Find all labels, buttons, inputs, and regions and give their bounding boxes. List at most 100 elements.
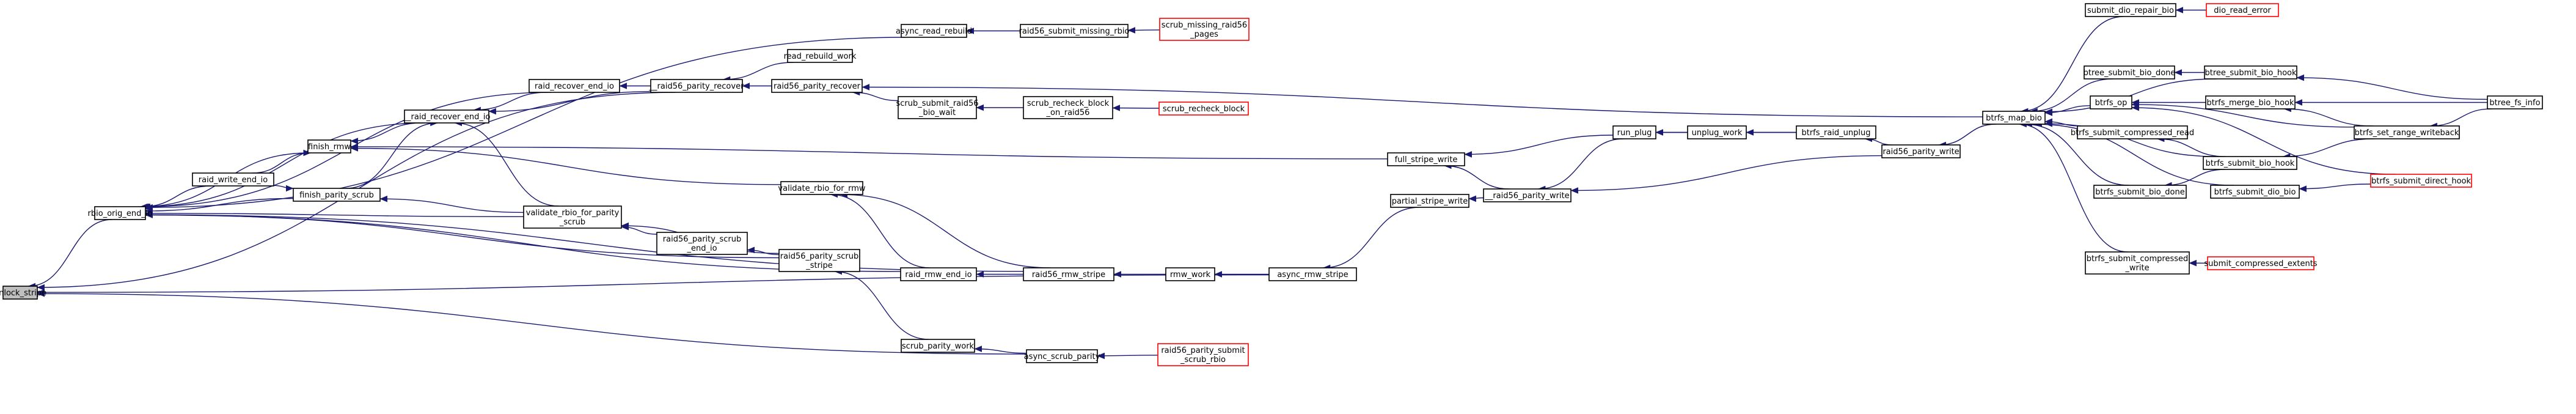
node-async_scrub_parity[interactable]: async_scrub_parity (1024, 349, 1100, 363)
edge-btrfs_submit_direct_hook-to-btrfs_submit_dio_bio (2299, 183, 2371, 192)
edges (27, 7, 2492, 360)
node-btrfs_submit_compressed_read[interactable]: btrfs_submit_compressed_read (2071, 125, 2194, 139)
node-label: __raid56_parity_recover (649, 82, 745, 91)
node-rbio_orig_end_io[interactable]: rbio_orig_end_io (88, 206, 153, 220)
node-raid56_parity_scrub_end_io[interactable]: raid56_parity_scrub_end_io (656, 232, 748, 255)
node-label: finish_rmw (308, 142, 351, 152)
node-async_rmw_stripe[interactable]: async_rmw_stripe (1268, 267, 1357, 281)
edge-validate_rbio_for_rmw-to-finish_rmw (350, 145, 781, 185)
node-label: btrfs_merge_bio_hook (2206, 98, 2294, 108)
node-btrfs_submit_bio_hook[interactable]: btrfs_submit_bio_hook (2203, 156, 2297, 170)
node-raid56_parity_write[interactable]: raid56_parity_write (1881, 144, 1961, 158)
node-scrub_recheck_block[interactable]: scrub_recheck_block (1158, 102, 1249, 116)
node-validate_rbio_for_rmw[interactable]: validate_rbio_for_rmw (778, 181, 866, 195)
node-unplug_work[interactable]: unplug_work (1687, 125, 1747, 139)
node-label: run_plug (1617, 128, 1652, 138)
node-box (2205, 95, 2296, 109)
edge-btree_fs_info-to-btrfs_set_range_writeback (2429, 108, 2492, 130)
node-full_stripe_write[interactable]: full_stripe_write (1387, 152, 1465, 166)
edge-run_plug-to-full_stripe_write (1464, 135, 1614, 158)
node-raid56_parity_recover[interactable]: raid56_parity_recover (771, 79, 863, 93)
edge-btrfs_submit_compressed_write-to-btrfs_map_bio (2019, 120, 2128, 253)
node-label: unlock_stripe (0, 289, 46, 298)
node-raid56_parity_submit_scrub_rbio[interactable]: raid56_parity_submit_scrub_rbio (1157, 343, 1249, 366)
edge-btrfs_submit_bio_hook-to-btrfs_map_bio (2044, 120, 2217, 157)
node-btrfs_merge_bio_hook[interactable]: btrfs_merge_bio_hook (2205, 95, 2296, 109)
node-label: _bio_wait (918, 108, 956, 117)
node-btree_submit_bio_hook[interactable]: btree_submit_bio_hook (2204, 65, 2297, 79)
node-label: btree_submit_bio_done (2084, 68, 2176, 78)
node-box (656, 232, 748, 255)
edge-partial_stripe_write-to-async_rmw_stripe (1322, 207, 1420, 272)
node-label: rbio_orig_end_io (88, 209, 153, 218)
node-box (2487, 95, 2543, 109)
node-dio_read_error[interactable]: dio_read_error (2206, 3, 2279, 17)
node-label: validate_rbio_for_rmw (778, 184, 866, 193)
node-label: rmw_work (1170, 270, 1211, 279)
node-label: raid56_rmw_stripe (1032, 270, 1105, 279)
node-scrub_missing_raid56_pages[interactable]: scrub_missing_raid56_pages (1159, 18, 1250, 41)
node-btrfs_set_range_writeback[interactable]: btrfs_set_range_writeback (2354, 125, 2460, 139)
node-label: _pages (1190, 30, 1218, 39)
node-btrfs_submit_direct_hook[interactable]: btrfs_submit_direct_hook (2370, 174, 2472, 188)
node-btrfs_submit_compressed_write[interactable]: btrfs_submit_compressed_write (2085, 251, 2190, 275)
node-box (2077, 125, 2188, 139)
node-label: validate_rbio_for_parity (526, 209, 620, 218)
node-raid56_submit_missing_rbio[interactable]: raid56_submit_missing_rbio (1019, 24, 1130, 38)
node-raid_recover_end_io[interactable]: raid_recover_end_io (529, 79, 620, 93)
node-box (1165, 267, 1215, 281)
node-finish_parity_scrub[interactable]: finish_parity_scrub (293, 188, 381, 202)
node-raid_write_end_io[interactable]: raid_write_end_io (192, 172, 274, 187)
node-__raid56_parity_write[interactable]: __raid56_parity_write (1483, 188, 1572, 202)
node-scrub_parity_work[interactable]: scrub_parity_work (901, 339, 975, 353)
node-btrfs_submit_dio_bio[interactable]: btrfs_submit_dio_bio (2210, 185, 2300, 199)
node-partial_stripe_write[interactable]: partial_stripe_write (1390, 194, 1469, 208)
edge-raid_recover_end_io-to-__raid_recover_end_io (473, 92, 548, 114)
edge-read_rebuild_work-to-__raid56_parity_recover (722, 62, 794, 83)
node-rmw_work[interactable]: rmw_work (1165, 267, 1215, 281)
node-box (307, 139, 351, 153)
node-box (2206, 3, 2279, 17)
node-read_rebuild_work[interactable]: read_rebuild_work (784, 49, 857, 63)
node-submit_compressed_extents[interactable]: submit_compressed_extents (2204, 256, 2318, 270)
edge-btrfs_submit_direct_hook-to-btrfs_op (2131, 104, 2396, 175)
node-btrfs_raid_unplug[interactable]: btrfs_raid_unplug (1796, 125, 1876, 139)
edge-btrfs_map_bio-to-raid56_parity_recover (862, 84, 1983, 117)
node-run_plug[interactable]: run_plug (1612, 125, 1656, 139)
edge-full_stripe_write-to-finish_rmw (350, 143, 1388, 160)
edge-run_plug-to-__raid56_parity_write (1537, 138, 1624, 193)
node-scrub_submit_raid56_bio_wait[interactable]: scrub_submit_raid56_bio_wait (896, 96, 979, 119)
node-box (1026, 349, 1098, 363)
node-raid_rmw_end_io[interactable]: raid_rmw_end_io (900, 267, 977, 281)
node-btrfs_op[interactable]: btrfs_op (2090, 95, 2132, 109)
node-label: _scrub_rbio (1180, 355, 1226, 364)
node-btrfs_submit_bio_done[interactable]: btrfs_submit_bio_done (2093, 185, 2187, 199)
node-__raid_recover_end_io[interactable]: __raid_recover_end_io (403, 109, 491, 124)
node-box (2204, 65, 2297, 79)
node-box (1982, 111, 2046, 125)
node-btree_fs_info[interactable]: btree_fs_info (2487, 95, 2543, 109)
node-submit_dio_repair_bio[interactable]: submit_dio_repair_bio (2085, 3, 2176, 17)
node-box (2370, 174, 2472, 188)
node-label: partial_stripe_write (1392, 197, 1468, 206)
edge-btrfs_set_range_writeback-to-btrfs_op (2131, 101, 2355, 128)
node-btree_submit_bio_done[interactable]: btree_submit_bio_done (2084, 65, 2176, 79)
node-raid56_rmw_stripe[interactable]: raid56_rmw_stripe (1023, 267, 1114, 281)
node-__raid56_parity_recover[interactable]: __raid56_parity_recover (649, 79, 745, 93)
node-btrfs_map_bio[interactable]: btrfs_map_bio (1982, 111, 2046, 125)
node-box (1020, 24, 1129, 38)
node-unlock_stripe[interactable]: unlock_stripe (0, 286, 46, 300)
node-async_read_rebuild[interactable]: async_read_rebuild (896, 24, 972, 38)
node-box (650, 79, 743, 93)
node-validate_rbio_for_parity_scrub[interactable]: validate_rbio_for_parity_scrub (523, 205, 622, 229)
edge-btree_submit_bio_done-to-btrfs_map_bio (2030, 78, 2113, 115)
edge-raid_rmw_end_io-to-validate_rbio_for_rmw (830, 191, 930, 268)
edge-finish_parity_scrub-to-__raid_recover_end_io (345, 119, 438, 189)
edge-btrfs_submit_bio_done-to-btrfs_map_bio (2024, 120, 2129, 186)
edge-btrfs_op-to-btrfs_map_bio (2044, 105, 2091, 116)
node-label: btrfs_submit_dio_bio (2214, 188, 2296, 197)
node-finish_rmw[interactable]: finish_rmw (307, 139, 351, 153)
node-raid56_parity_scrub_stripe[interactable]: raid56_parity_scrub_stripe (778, 249, 860, 272)
node-label: scrub_recheck_block (1027, 99, 1110, 108)
node-scrub_recheck_block_on_raid56[interactable]: scrub_recheck_block_on_raid56 (1023, 96, 1113, 119)
